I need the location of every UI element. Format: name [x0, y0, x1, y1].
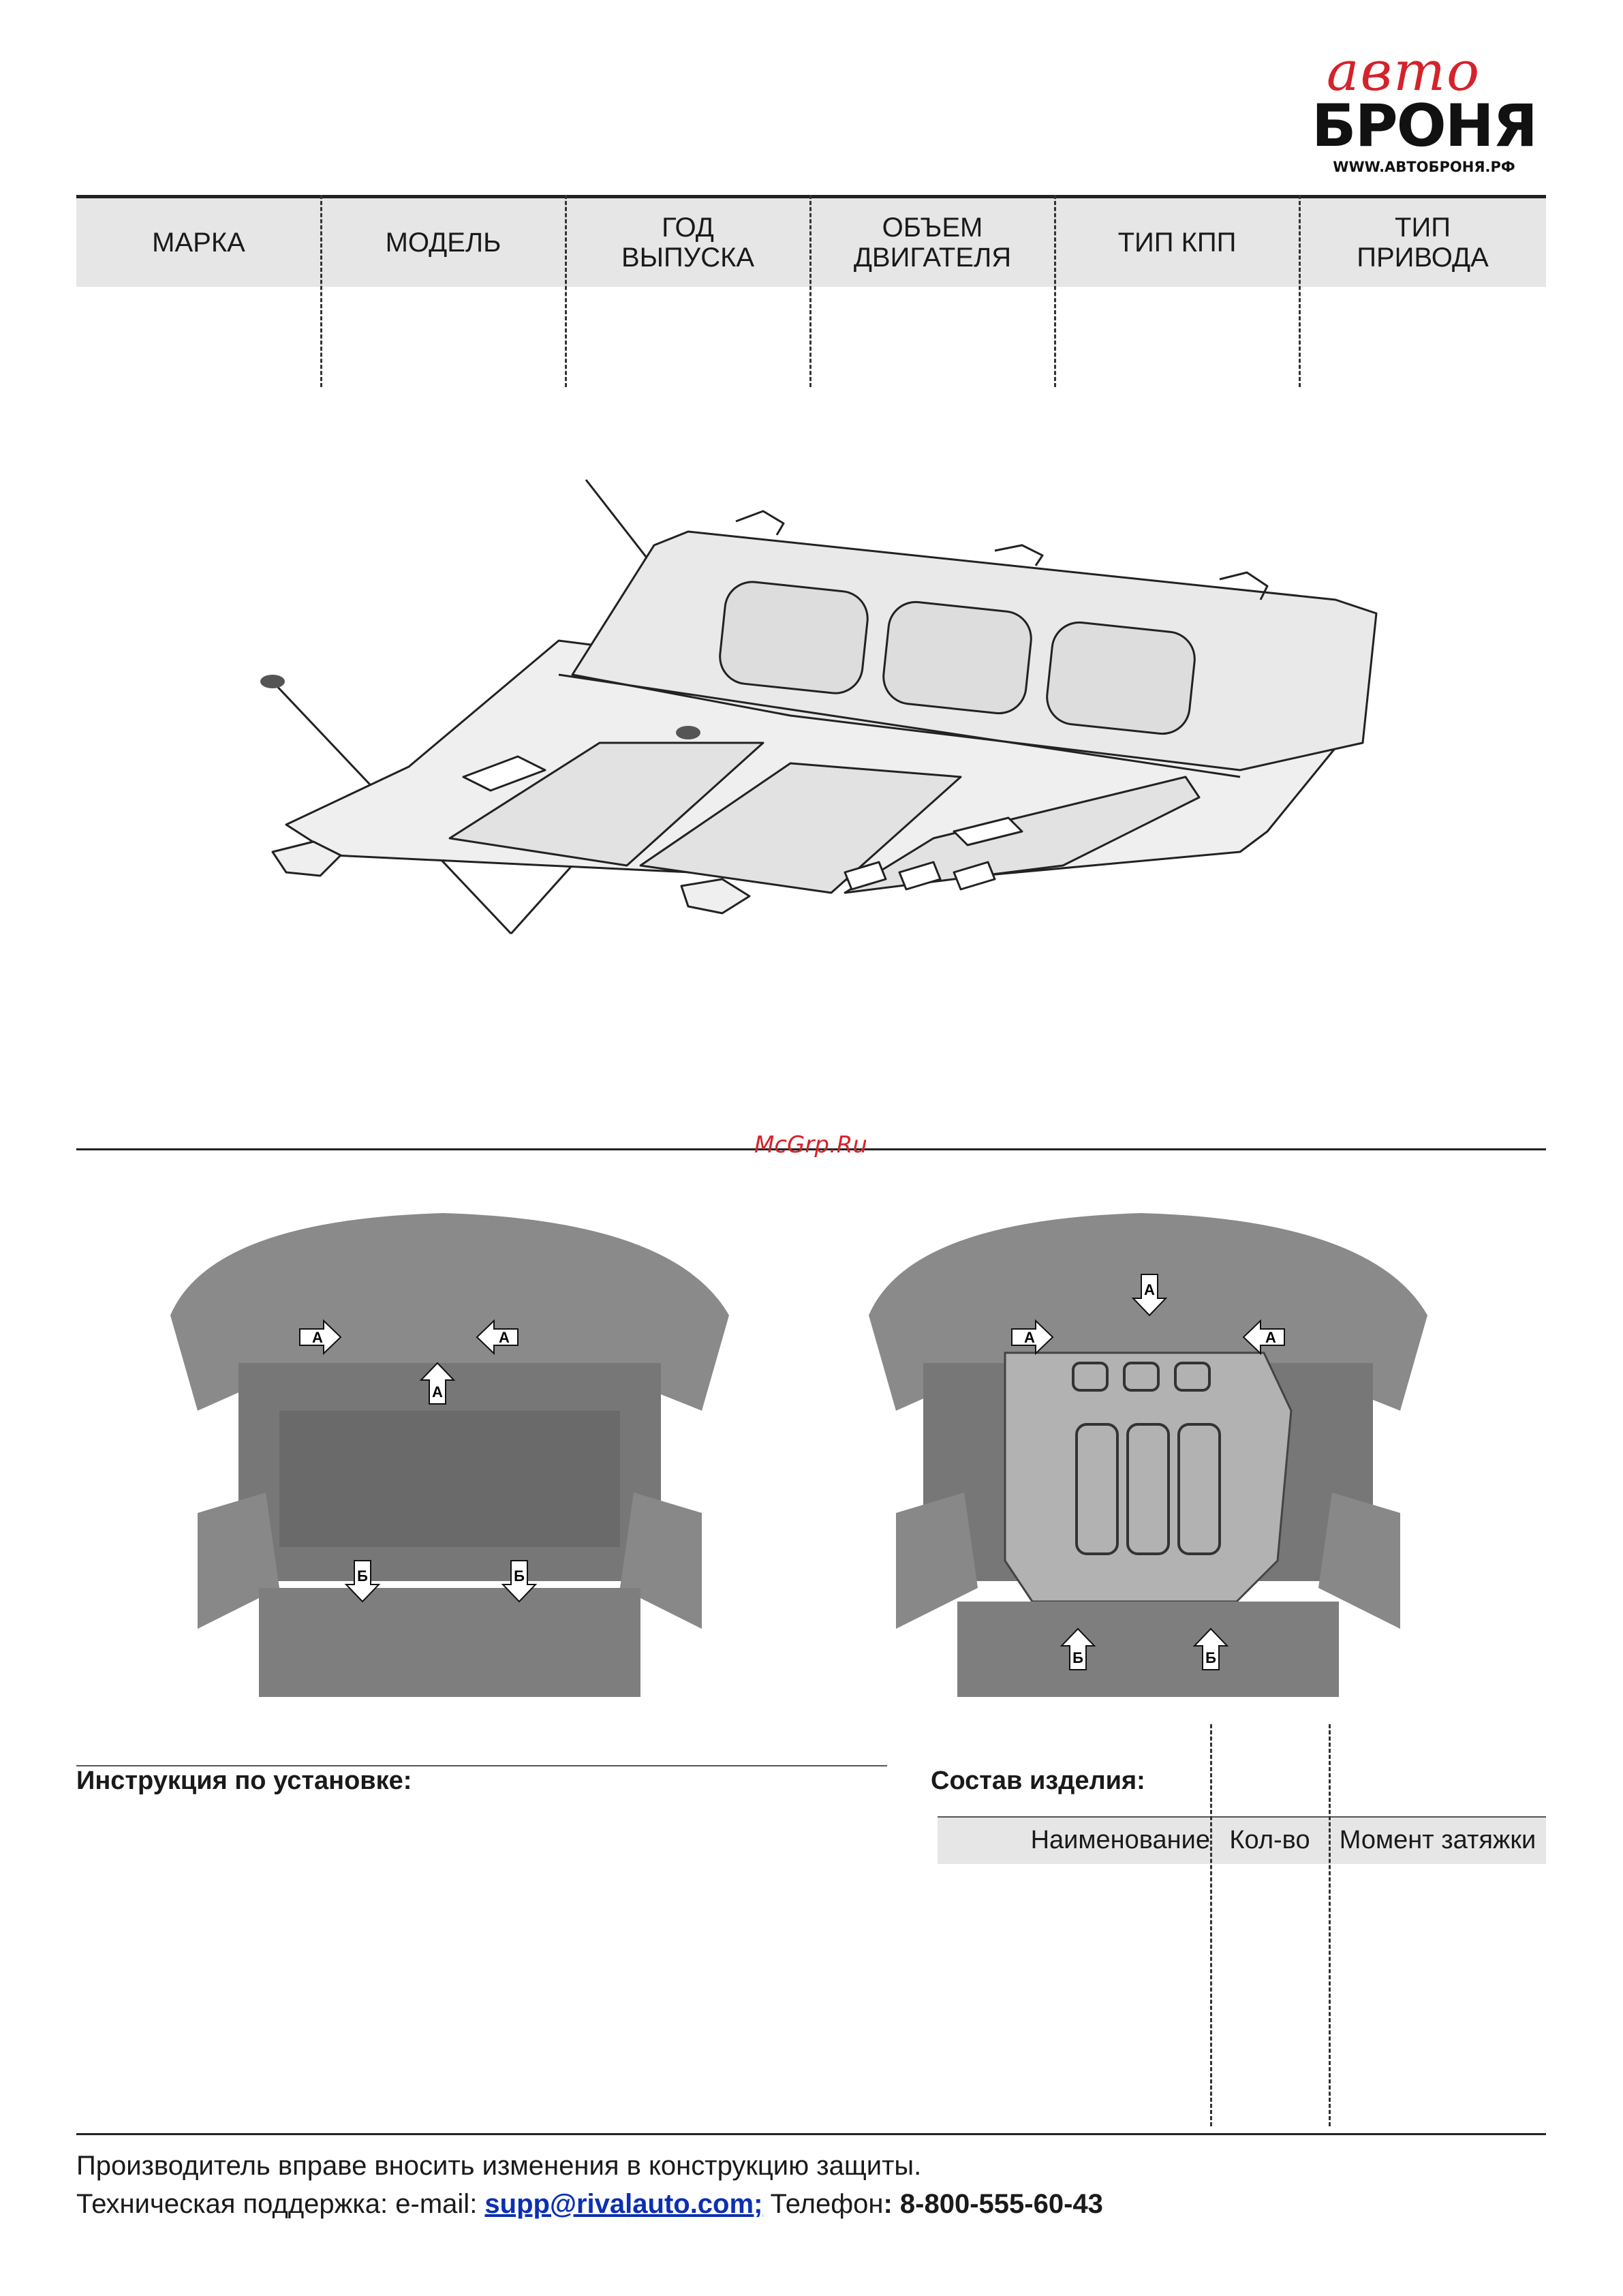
photo-before-install: А А А Б Б — [157, 1213, 743, 1724]
footer-support-line: Техническая поддержка: e-mail: supp@riva… — [76, 2185, 1546, 2223]
washer-icon — [676, 726, 700, 739]
plate-window — [882, 600, 1032, 715]
plate-window — [1046, 621, 1196, 735]
support-label: Техническая поддержка: e-mail: — [76, 2189, 485, 2219]
column-brand: МАРКА — [152, 228, 245, 258]
phone-label: Телефон — [762, 2189, 884, 2219]
support-email-link[interactable]: supp@rivalauto.com — [484, 2189, 754, 2219]
subframe — [259, 1588, 640, 1697]
callout-label: Б — [1205, 1649, 1216, 1666]
photo-bottom-space — [157, 1697, 743, 1724]
mount-tab — [994, 544, 1044, 566]
callout-arrow — [1011, 1319, 1054, 1356]
footer: Производитель вправе вносить изменения в… — [76, 2147, 1546, 2223]
engine-block — [279, 1411, 620, 1547]
plate-window — [1123, 1362, 1160, 1392]
logo-script-text: авто — [1326, 40, 1481, 103]
mount-tab — [680, 878, 751, 915]
mount-tab — [735, 510, 785, 536]
callout-label: Б — [514, 1567, 525, 1585]
email-separator[interactable]: ; — [754, 2189, 763, 2219]
column-engine-volume: ОБЪЕМ ДВИГАТЕЛЯ — [853, 213, 1012, 273]
plate-slot — [844, 861, 887, 891]
support-phone: : 8-800-555-60-43 — [883, 2189, 1103, 2219]
chassis-part — [896, 1493, 978, 1629]
column-year: ГОД ВЫПУСКА — [621, 213, 755, 273]
callout-arrow — [501, 1560, 538, 1603]
callout-label: Б — [1072, 1649, 1083, 1666]
callout-label: А — [1024, 1329, 1035, 1346]
section-divider — [76, 1148, 1546, 1150]
parts-column-name: Наименование — [1030, 1825, 1210, 1854]
footer-rule — [76, 2133, 1546, 2135]
photo-bottom-space — [855, 1697, 1441, 1724]
photo-after-install: А А А Б Б — [855, 1213, 1441, 1724]
callout-label: А — [1265, 1329, 1276, 1346]
parts-header-top-border — [938, 1816, 1546, 1818]
column-divider — [1299, 195, 1301, 387]
parts-column-qty: Кол-во — [1229, 1825, 1310, 1854]
plate-recess — [639, 762, 962, 894]
plate-bend-line — [558, 673, 1241, 778]
parts-column-divider — [1210, 1724, 1212, 2126]
callout-label: А — [1144, 1281, 1155, 1298]
logo-main-text: БРОНЯ — [1312, 92, 1538, 160]
instructions-rule — [76, 1765, 887, 1766]
plate-recess — [1126, 1423, 1170, 1555]
plate-recess — [1075, 1423, 1119, 1555]
brand-logo: авто БРОНЯ WWW.АВТОБРОНЯ.РФ — [1308, 41, 1540, 177]
logo-url: WWW.АВТОБРОНЯ.РФ — [1333, 159, 1515, 175]
callout-label: Б — [357, 1567, 368, 1585]
mount-tab — [1219, 571, 1269, 600]
callout-arrow — [1242, 1319, 1285, 1356]
callout-label: А — [499, 1329, 510, 1346]
parts-column-divider — [1329, 1724, 1331, 2126]
watermark-text: McGrp.Ru — [754, 1131, 867, 1159]
column-drive: ТИП ПРИВОДА — [1357, 213, 1489, 273]
callout-arrow — [1060, 1627, 1096, 1670]
plate-recess — [448, 741, 764, 867]
callout-arrow — [344, 1560, 381, 1603]
plate-slot — [898, 861, 942, 891]
column-divider — [320, 195, 322, 387]
column-divider — [1054, 195, 1056, 387]
callout-arrow — [1192, 1627, 1229, 1670]
callout-arrow — [476, 1319, 519, 1356]
plate-window — [719, 581, 869, 694]
callout-arrow — [419, 1362, 456, 1405]
column-divider — [565, 195, 567, 387]
plate-recess — [1177, 1423, 1221, 1555]
chassis-part — [1318, 1493, 1400, 1629]
column-model: МОДЕЛЬ — [385, 228, 501, 258]
plate-window — [1174, 1362, 1211, 1392]
plate-slot — [953, 816, 1023, 846]
callout-label: А — [312, 1329, 323, 1346]
instructions-title: Инструкция по установке: — [76, 1766, 412, 1795]
callout-arrow — [1131, 1274, 1168, 1317]
vehicle-spec-table: МАРКА МОДЕЛЬ ГОД ВЫПУСКА ОБЪЕМ ДВИГАТЕЛЯ… — [76, 195, 1546, 387]
parts-table-header: Наименование Кол-во Момент затяжки — [938, 1816, 1546, 1864]
washer-icon — [260, 675, 285, 688]
subframe — [957, 1602, 1339, 1697]
plate-slot — [953, 861, 996, 891]
column-divider — [809, 195, 812, 387]
callout-label: А — [432, 1383, 443, 1400]
parts-column-torque: Момент затяжки — [1339, 1825, 1536, 1854]
callout-arrow — [299, 1319, 342, 1356]
column-transmission: ТИП КПП — [1117, 228, 1237, 258]
plate-window — [1072, 1362, 1109, 1392]
plate-slot — [462, 755, 546, 792]
parts-title: Состав изделия: — [931, 1766, 1145, 1795]
mount-tab — [271, 840, 342, 877]
bumper-shape — [170, 1213, 729, 1411]
skid-plate-drawing — [260, 479, 1378, 935]
footer-disclaimer: Производитель вправе вносить изменения в… — [76, 2151, 922, 2181]
